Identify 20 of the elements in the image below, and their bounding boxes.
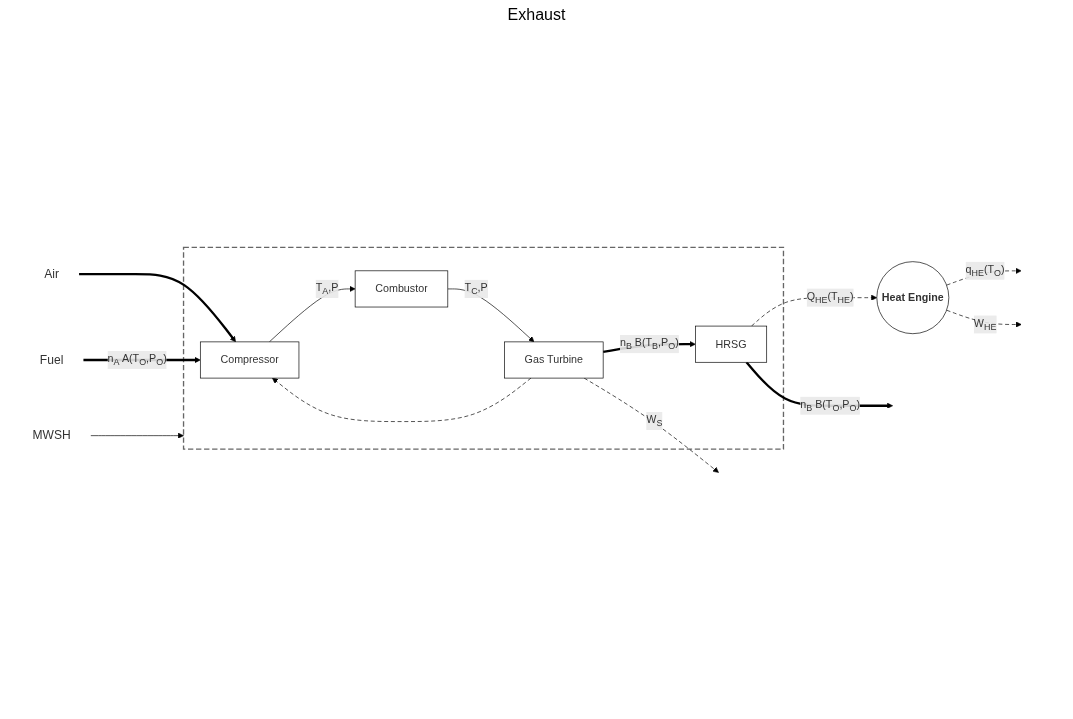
node-text: Fuel xyxy=(39,352,63,367)
edge-label: W$_{S}$ xyxy=(645,413,662,429)
edge-label: q$_{HE}$(T$_{O}$) xyxy=(965,263,1005,278)
edge-label: Q$_{HE}$(T$_{HE}$) xyxy=(806,290,854,305)
edge-label: T$_{C}$,P xyxy=(464,281,488,297)
node-box: Compressor xyxy=(199,341,299,379)
node-text: Air xyxy=(43,267,59,281)
node-box: HRSG xyxy=(694,325,767,363)
node-box: Gas Turbine xyxy=(503,341,603,379)
cluster xyxy=(182,246,784,450)
node-text: MWSH xyxy=(31,428,71,443)
arrow xyxy=(78,273,236,343)
edge-label: T$_{A}$,P xyxy=(315,281,338,297)
node-circle: Heat Engine xyxy=(875,261,949,335)
edge-label: W$_{HE}$ xyxy=(973,317,996,332)
node-box: Combustor xyxy=(354,270,448,308)
note-text: Exhaust xyxy=(507,6,566,24)
edge-label: n$_{A}$ A(T$_{O}$,P$_{O}$) xyxy=(107,352,167,368)
edge-label: n$_{B}$ B(T$_{O}$,P$_{O}$) xyxy=(799,398,860,413)
edge-label: n$_{B}$ B(T$_{B}$,P$_{O}$) xyxy=(619,337,679,352)
